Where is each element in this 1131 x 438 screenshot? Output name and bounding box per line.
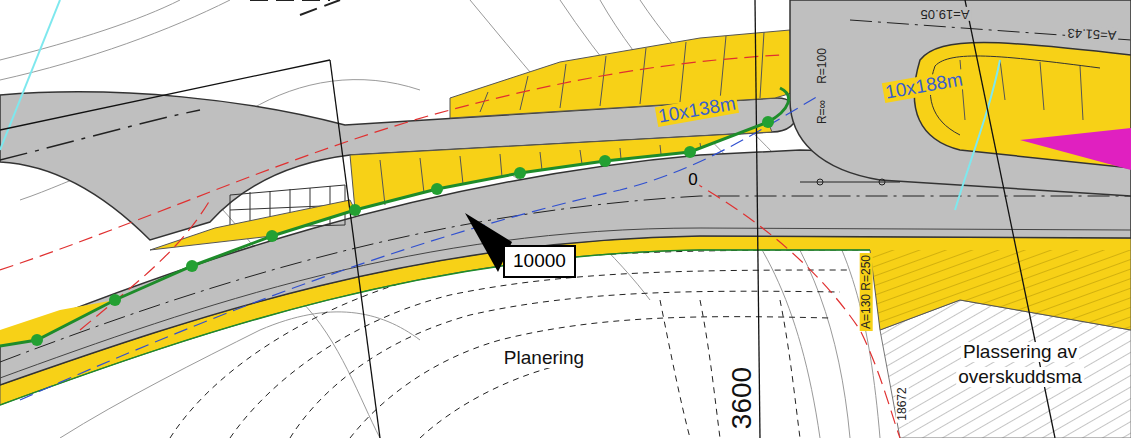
point xyxy=(817,179,823,185)
fence-line xyxy=(0,88,789,346)
map-label: 10x138m xyxy=(655,93,739,127)
map-label: 0 xyxy=(686,171,699,189)
post xyxy=(186,260,198,272)
red-dashed-line xyxy=(80,200,210,330)
boundary-line xyxy=(0,110,200,160)
blue-dashed-line xyxy=(20,95,820,400)
post xyxy=(514,167,526,179)
map-label: R=∞ xyxy=(816,98,829,126)
post xyxy=(349,204,361,216)
post xyxy=(431,183,443,195)
map-label: 3600 xyxy=(727,365,756,431)
road-edge-line xyxy=(0,228,1131,378)
tick xyxy=(380,143,701,205)
post xyxy=(684,146,696,158)
dashed-line xyxy=(350,317,830,438)
dashed-line xyxy=(700,300,720,438)
dashed-line xyxy=(420,365,560,438)
post xyxy=(599,155,611,167)
callout-box: 10000 xyxy=(503,245,576,278)
map-label: A=51.43 xyxy=(1065,26,1118,42)
dashed-line xyxy=(290,291,840,438)
boundary-line xyxy=(250,0,340,15)
map-label: A=130 R=250 xyxy=(860,253,873,331)
callout-number: 10000 xyxy=(513,251,566,272)
red-dashed-line xyxy=(690,180,900,438)
map-label: 18672 xyxy=(896,385,909,422)
point xyxy=(879,179,885,185)
sheet-line xyxy=(330,60,380,438)
dashed-line xyxy=(660,300,690,438)
side-road xyxy=(0,92,797,240)
contour xyxy=(0,0,180,60)
post xyxy=(266,230,278,242)
sheet-line xyxy=(0,60,330,130)
map-label: overskuddsma xyxy=(956,367,1084,387)
contour xyxy=(0,0,230,80)
map-label: 10x188m xyxy=(882,69,966,103)
roundabout xyxy=(790,0,1131,196)
slope-ticks xyxy=(380,143,701,205)
dashed-line xyxy=(780,300,800,438)
red-dashed-line xyxy=(0,55,780,270)
cut-slope xyxy=(0,300,115,345)
post xyxy=(109,294,121,306)
embankment-hatch xyxy=(870,250,1131,330)
marker xyxy=(1020,128,1131,170)
map-label: Plassering av xyxy=(961,342,1079,362)
map-label: A=19.05 xyxy=(919,7,972,21)
slope-ticks xyxy=(960,60,1083,120)
fence-posts xyxy=(31,116,774,346)
map-label: Planering xyxy=(502,348,586,368)
island-kerb xyxy=(930,56,1100,135)
post xyxy=(762,116,774,128)
top-slope xyxy=(450,30,795,118)
map-label: R=100 xyxy=(816,46,829,86)
post xyxy=(31,334,43,346)
